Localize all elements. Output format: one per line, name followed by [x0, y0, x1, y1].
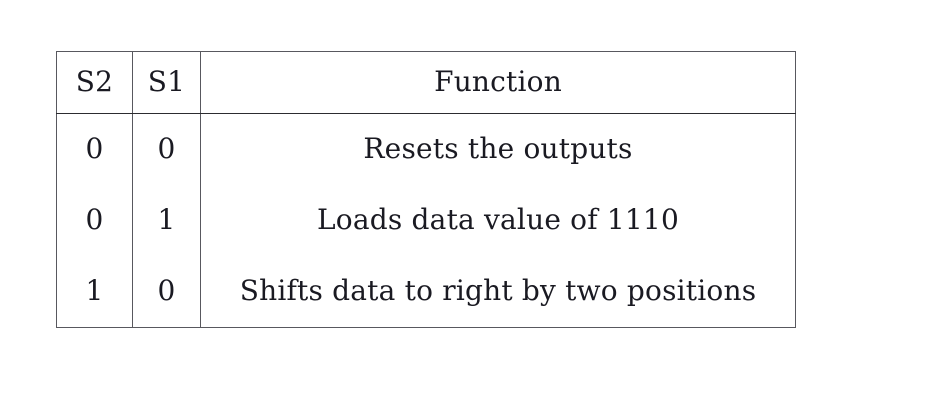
function-description: Shifts data to right by two positions: [239, 274, 757, 308]
truth-table-header: S2 S1 Function: [56, 51, 796, 114]
column-header-s1: S1: [132, 51, 201, 114]
bit-value-s2: 0: [85, 203, 104, 237]
bit-value-s1: 1: [157, 203, 176, 237]
truth-table: S2 S1 Function 0 0 Resets the outputs: [56, 51, 796, 328]
table-row: 0 1 Loads data value of 1110: [56, 185, 796, 256]
cell-function: Shifts data to right by two positions: [200, 256, 796, 328]
column-header-s2: S2: [56, 51, 133, 114]
cell-s2: 0: [56, 185, 133, 256]
cell-s1: 0: [132, 256, 201, 328]
truth-table-container: S2 S1 Function 0 0 Resets the outputs: [56, 51, 796, 328]
function-description: Resets the outputs: [363, 132, 633, 166]
cell-function: Resets the outputs: [200, 113, 796, 185]
cell-s2: 0: [56, 113, 133, 185]
truth-table-body: 0 0 Resets the outputs 0 1: [56, 113, 796, 328]
cell-s1: 0: [132, 113, 201, 185]
table-row: 0 0 Resets the outputs: [56, 113, 796, 185]
table-row: 1 0 Shifts data to right by two position…: [56, 256, 796, 328]
bit-value-s1: 0: [157, 274, 176, 308]
bit-value-s2: 0: [85, 132, 104, 166]
table-header-row: S2 S1 Function: [56, 51, 796, 114]
column-header-function: Function: [200, 51, 796, 114]
bit-value-s2: 1: [85, 274, 104, 308]
cell-s1: 1: [132, 185, 201, 256]
cell-function: Loads data value of 1110: [200, 185, 796, 256]
bit-value-s1: 0: [157, 132, 176, 166]
cell-s2: 1: [56, 256, 133, 328]
function-description: Loads data value of 1110: [317, 203, 679, 237]
